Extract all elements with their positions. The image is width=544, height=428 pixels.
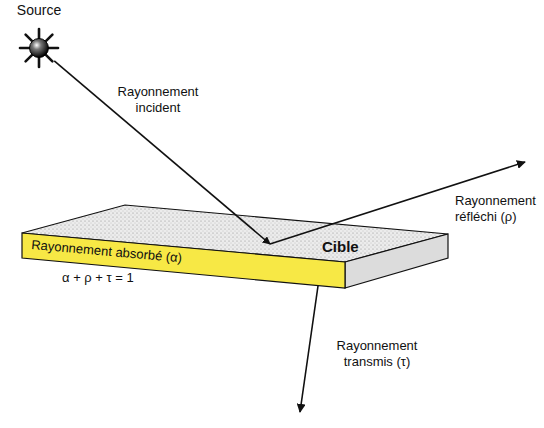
edge-label: Rayonnement incident [112,84,204,115]
transmitted-label: Rayonnement transmis (τ) [322,338,432,369]
slab-front-face [22,233,345,288]
source-label: Source [8,2,70,19]
source-node: Source [8,2,74,70]
incident-ray [54,61,270,244]
target-label: Cible [322,238,359,256]
reflected-label: Rayonnement réfléchi (ρ) [455,193,540,224]
absorbed-label: Rayonnement absorbé (α) [31,237,183,266]
slab-side-face [345,234,448,288]
transmitted-ray [300,286,318,412]
sun-icon [20,29,58,67]
formula-label: α + ρ + τ = 1 [62,270,134,286]
